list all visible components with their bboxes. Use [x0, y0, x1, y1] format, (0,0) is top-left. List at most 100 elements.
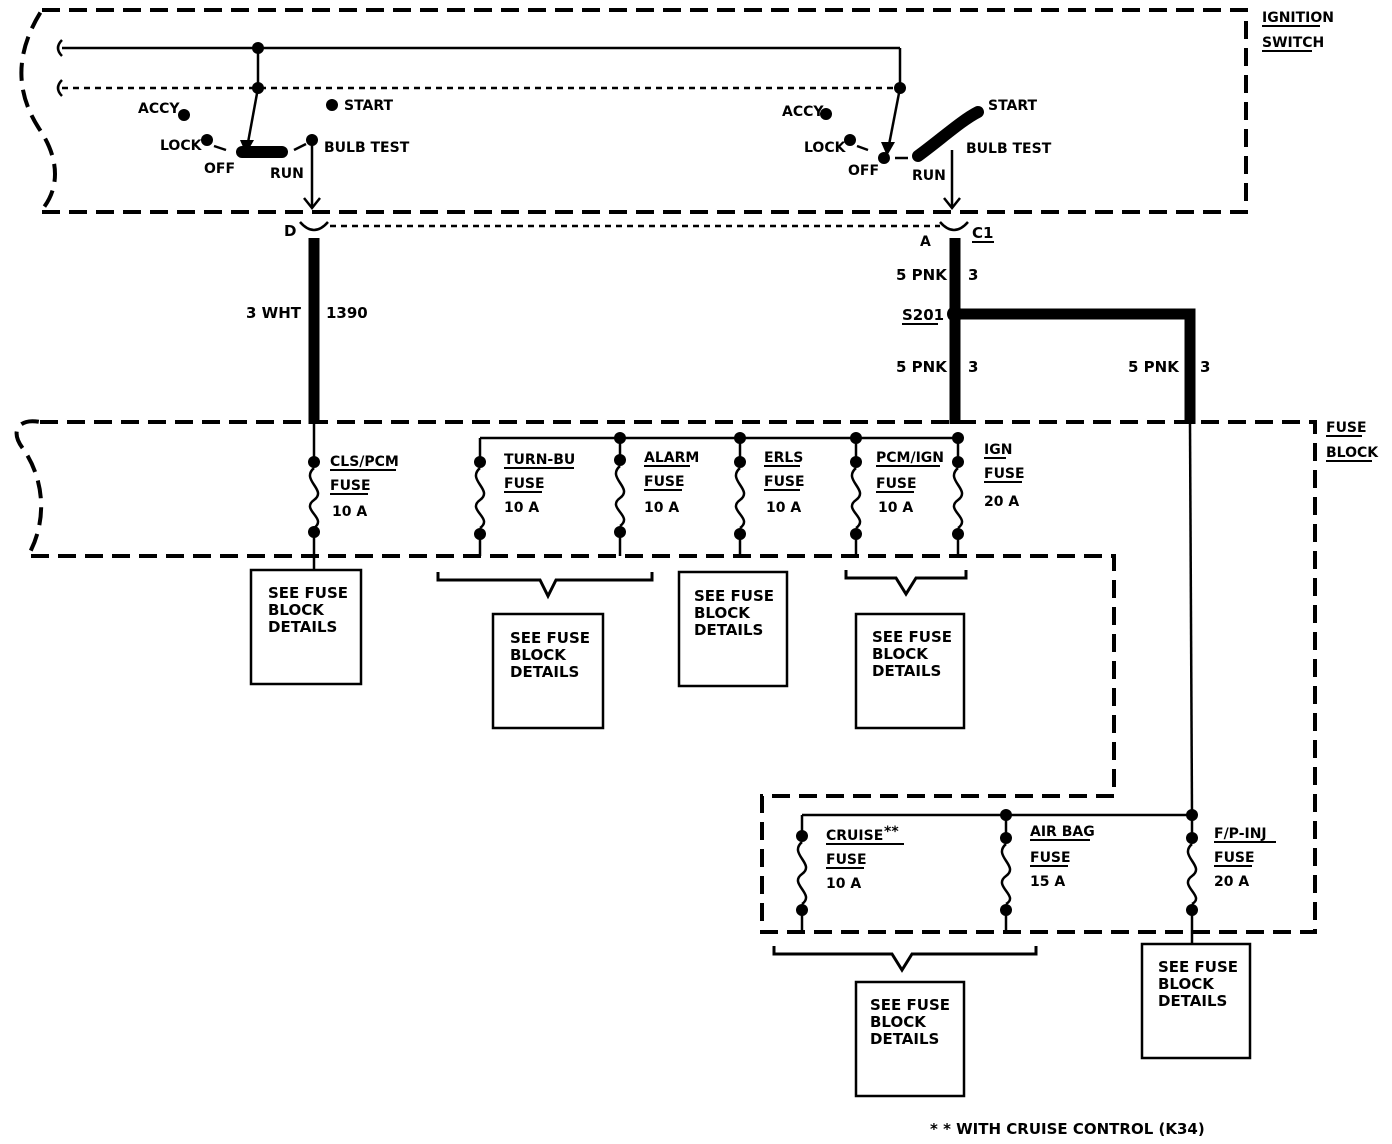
fuse-label: AIR BAG [1030, 824, 1095, 840]
fuse-word: FUSE [1030, 850, 1071, 866]
fuse-rating: 10 A [644, 500, 679, 516]
svg-text:DETAILS: DETAILS [1158, 992, 1227, 1010]
svg-text:BLOCK: BLOCK [694, 604, 751, 622]
fuse-alarm: ALARM FUSE 10 A [614, 432, 699, 556]
brace-pcm-ign [844, 570, 968, 597]
connector-c1-label: C1 [972, 224, 993, 242]
wire-right-upper-circuit: 3 [968, 266, 978, 284]
fuse-rating: 10 A [878, 500, 913, 516]
switch-right-run: RUN [912, 168, 946, 184]
switch-left-run: RUN [270, 166, 304, 182]
svg-text:SEE FUSE: SEE FUSE [872, 628, 952, 646]
detail-box: SEE FUSE BLOCK DETAILS [249, 568, 363, 686]
detail-box: SEE FUSE BLOCK DETAILS [1140, 942, 1252, 1060]
svg-text:BLOCK: BLOCK [1158, 975, 1215, 993]
wire-left-gauge: 3 WHT [246, 304, 302, 322]
svg-text:BLOCK: BLOCK [870, 1013, 927, 1031]
switch-left-off: OFF [204, 161, 235, 177]
ignition-switch-title-2: SWITCH [1262, 35, 1324, 51]
wire-5-pnk-branch [955, 308, 1196, 424]
svg-text:BLOCK: BLOCK [510, 646, 567, 664]
svg-text:BLOCK: BLOCK [268, 601, 325, 619]
switch-left-lock: LOCK [160, 138, 203, 154]
fuse-label: F/P-INJ [1214, 826, 1267, 842]
fuse-label: TURN-BU [504, 452, 575, 468]
fuse-word: FUSE [1214, 850, 1255, 866]
fuse-rating: 10 A [504, 500, 539, 516]
fuse-block-title-2: BLOCK [1326, 445, 1379, 461]
fuse-word: FUSE [644, 474, 685, 490]
splice-s201: S201 [902, 306, 944, 324]
wire-branch-circuit: 3 [1200, 358, 1210, 376]
fuse-rating: 20 A [984, 494, 1019, 510]
fuse-rating: 10 A [826, 876, 861, 892]
fuse-rating: 10 A [332, 504, 367, 520]
fuse-label: PCM/IGN [876, 450, 944, 466]
fuse-pcm-ign: PCM/IGN FUSE 10 A [850, 432, 944, 556]
fuse-suffix: ** [884, 824, 899, 840]
switch-right-bulb-test: BULB TEST [966, 141, 1052, 157]
svg-text:DETAILS: DETAILS [268, 618, 337, 636]
fuse-word: FUSE [764, 474, 805, 490]
switch-left-bulb-test: BULB TEST [324, 140, 410, 156]
svg-text:DETAILS: DETAILS [694, 621, 763, 639]
svg-text:SEE FUSE: SEE FUSE [268, 584, 348, 602]
detail-box: SEE FUSE BLOCK DETAILS [677, 570, 789, 688]
ignition-switch-title-1: IGNITION [1262, 10, 1334, 26]
terminal-d: D [284, 222, 296, 240]
detail-box: SEE FUSE BLOCK DETAILS [491, 612, 605, 730]
fuse-air-bag: AIR BAG FUSE 15 A [1000, 809, 1095, 932]
switch-right: ACCY LOCK OFF RUN START BULB TEST [782, 87, 1052, 211]
svg-text:BLOCK: BLOCK [872, 645, 929, 663]
switch-left-accy: ACCY [138, 101, 180, 117]
wires: 3 WHT 1390 5 PNK 3 S201 5 PNK 3 5 PNK 3 [246, 238, 1210, 424]
fuse-word: FUSE [504, 476, 545, 492]
switch-right-contact-bar [912, 106, 984, 162]
fuse-label: IGN [984, 442, 1012, 458]
fuse-word: FUSE [330, 478, 371, 494]
wire-left-circuit: 1390 [326, 304, 368, 322]
fuse-ign: IGN FUSE 20 A [952, 432, 1025, 556]
fuse-word: FUSE [876, 476, 917, 492]
fuse-label: ERLS [764, 450, 803, 466]
fuse-block: FUSE BLOCK [14, 419, 1379, 934]
terminal-a: A [920, 234, 931, 250]
wire-branch-gauge: 5 PNK [1128, 358, 1180, 376]
switch-left-start: START [344, 98, 394, 114]
fuse-word: FUSE [984, 466, 1025, 482]
fuse-erls: ERLS FUSE 10 A [734, 432, 805, 556]
svg-text:SEE FUSE: SEE FUSE [870, 996, 950, 1014]
svg-text:SEE FUSE: SEE FUSE [510, 629, 590, 647]
svg-text:DETAILS: DETAILS [872, 662, 941, 680]
switch-right-lock: LOCK [804, 140, 847, 156]
svg-text:DETAILS: DETAILS [870, 1030, 939, 1048]
ignition-switch: IGNITION SWITCH ACCY LOCK OFF [19, 8, 1334, 214]
fuse-rating: 20 A [1214, 874, 1249, 890]
detail-box: SEE FUSE BLOCK DETAILS [854, 980, 966, 1098]
fuse-rating: 10 A [766, 500, 801, 516]
fuse-rating: 15 A [1030, 874, 1065, 890]
splice-s201-dot [947, 306, 963, 322]
fuse-cruise: CRUISE ** FUSE 10 A [796, 824, 904, 932]
switch-left: ACCY LOCK OFF RUN START BULB TEST [138, 87, 410, 211]
detail-box: SEE FUSE BLOCK DETAILS [854, 612, 966, 730]
footnote: * * WITH CRUISE CONTROL (K34) [930, 1120, 1205, 1138]
fuse-block-outline [14, 419, 1317, 934]
switch-right-start: START [988, 98, 1038, 114]
wire-right-lower-gauge: 5 PNK [896, 358, 948, 376]
brace-cruise-airbag [772, 946, 1038, 973]
svg-text:SEE FUSE: SEE FUSE [694, 587, 774, 605]
fuse-block-title-1: FUSE [1326, 420, 1367, 436]
fuse-label: CRUISE [826, 828, 883, 844]
fuse-cls-pcm: CLS/PCM FUSE 10 A [308, 454, 399, 570]
svg-text:DETAILS: DETAILS [510, 663, 579, 681]
fuse-fp-inj: F/P-INJ FUSE 20 A [1186, 809, 1276, 944]
switch-junction [252, 42, 264, 54]
fuse-word: FUSE [826, 852, 867, 868]
switch-right-accy: ACCY [782, 104, 824, 120]
fuse-label: ALARM [644, 450, 699, 466]
connector-c1: D A C1 [284, 221, 994, 250]
fuse-label: CLS/PCM [330, 454, 399, 470]
svg-text:SEE FUSE: SEE FUSE [1158, 958, 1238, 976]
